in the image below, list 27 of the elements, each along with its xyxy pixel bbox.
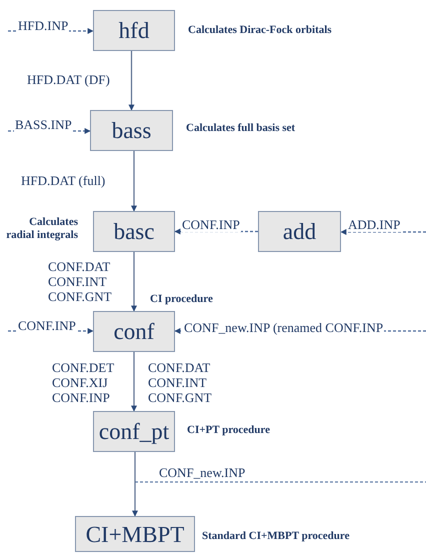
- description-text: Standard CI+MBPT procedure: [202, 530, 350, 544]
- edge-label: HFD.DAT (full): [20, 173, 106, 188]
- file-label: CONF_new.INP: [158, 465, 246, 480]
- edge-label: CONF.INP: [17, 318, 77, 333]
- description-text: CI+PT procedure: [187, 424, 270, 438]
- arrow: [132, 452, 138, 517]
- arrow: [131, 252, 137, 312]
- edge-label: HFD.DAT (DF): [26, 72, 111, 87]
- edge-label: CONF_new.INP (renamed CONF.INP: [183, 320, 384, 335]
- edge-label: ADD.INP: [347, 217, 402, 232]
- description-text: Calculates Dirac-Fock orbitals: [188, 24, 332, 38]
- arrow: [131, 151, 137, 212]
- edge-label: CONF.INP: [181, 217, 241, 232]
- description-text: Calculates radial integrals: [6, 216, 78, 242]
- process-box: conf: [93, 311, 175, 352]
- process-box: CI+MBPT: [75, 516, 195, 552]
- description-text: Calculates full basis set: [186, 122, 296, 136]
- process-box: basc: [93, 211, 175, 252]
- process-box: conf_pt: [93, 411, 175, 452]
- arrow: [128, 51, 134, 111]
- edge-label: BASS.INP: [14, 117, 73, 132]
- process-box: hfd: [93, 10, 175, 51]
- description-text: CI procedure: [150, 293, 213, 306]
- arrow: [131, 352, 137, 412]
- process-box: add: [258, 211, 341, 252]
- process-box: bass: [90, 110, 173, 151]
- dashed-arrow: [340, 229, 426, 235]
